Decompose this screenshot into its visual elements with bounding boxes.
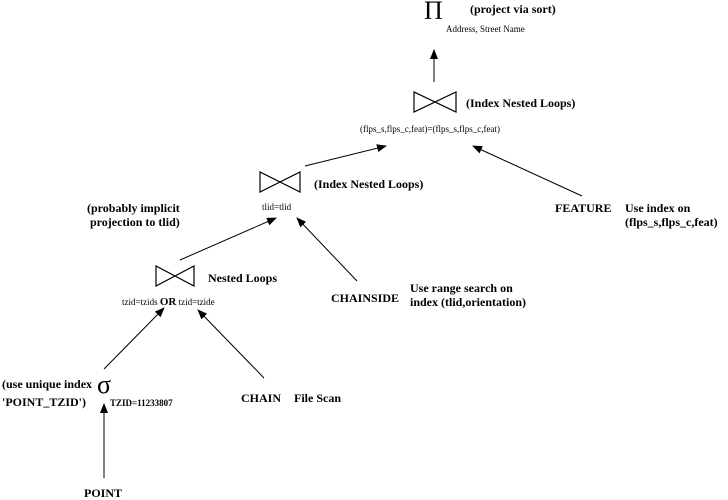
join3-label: Nested Loops	[208, 271, 278, 285]
join2-condition: tlid=tlid	[262, 202, 292, 212]
join3-condition: tzid=tzids OR tzid=tzide	[122, 297, 215, 308]
join2-note-line1: (probably implicit	[87, 201, 180, 215]
chainside-relation: CHAINSIDE	[331, 291, 400, 305]
join-symbol-index-nested-loops-top	[413, 91, 457, 113]
join1-condition: (flps_s,flps_c,feat)=(flps_s,flps_c,feat…	[360, 124, 501, 134]
join2-label: (Index Nested Loops)	[314, 177, 424, 191]
selection-symbol: σ	[97, 370, 112, 399]
join-symbol-nested-loops	[155, 265, 195, 287]
feature-relation: FEATURE	[555, 201, 612, 215]
chain-relation: CHAIN	[241, 391, 282, 405]
join3-condition-or: OR	[159, 296, 177, 308]
feature-note-line2: (flps_s,flps_c,feat)	[625, 215, 718, 229]
arrow-join2-to-join1	[304, 144, 387, 167]
arrow-feature-to-join1	[472, 145, 583, 197]
projection-attributes: Address, Street Name	[446, 24, 525, 34]
selection-note-line2: 'POINT_TZID')	[2, 395, 87, 409]
arrow-chainside-to-join2	[296, 217, 358, 282]
arrow-select-to-join3	[103, 307, 165, 370]
join2-note-line2: projection to tlid)	[90, 215, 180, 229]
arrow-join3-to-join2	[179, 217, 277, 261]
chainside-note-line1: Use range search on	[410, 281, 513, 295]
join3-condition-right: tzid=tzide	[178, 297, 215, 307]
join1-label: (Index Nested Loops)	[466, 96, 576, 110]
projection-note: (project via sort)	[470, 2, 556, 16]
selection-note-line1: (use unique index	[2, 377, 93, 391]
chain-note: File Scan	[294, 391, 341, 405]
point-relation: POINT	[84, 486, 123, 500]
join3-condition-left: tzid=tzids	[122, 297, 158, 307]
feature-note-line1: Use index on	[625, 201, 691, 215]
arrow-chain-to-join3	[197, 309, 265, 379]
chainside-note-line2: index (tlid,orientation)	[410, 295, 526, 309]
join-symbol-index-nested-loops-middle	[259, 171, 301, 193]
selection-condition: TZID=11233807	[110, 398, 173, 408]
projection-symbol: Π	[424, 0, 443, 25]
